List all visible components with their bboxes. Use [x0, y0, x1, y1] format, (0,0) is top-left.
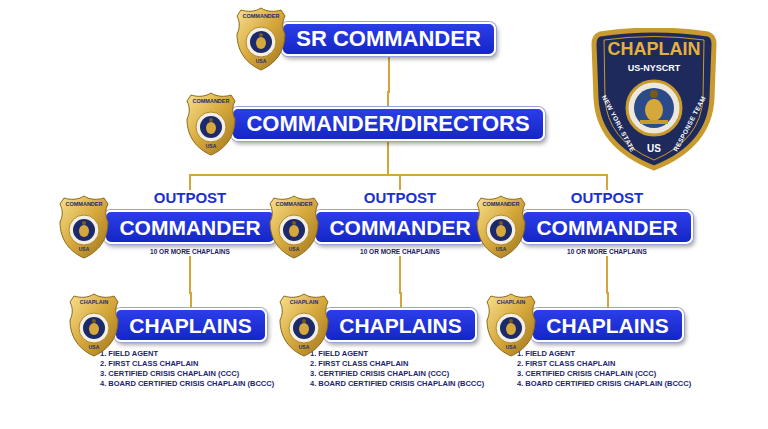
- badge: COMMANDER USA: [185, 91, 237, 157]
- chaplain-count: 10 OR MORE CHAPLAINS: [567, 248, 647, 256]
- rank-title: CHAPLAINS: [339, 315, 462, 336]
- connector: [388, 141, 607, 190]
- patch-country: US: [647, 144, 661, 154]
- badge: COMMANDER USA: [268, 194, 320, 260]
- rank-item: 1. FIELD AGENT: [100, 349, 158, 359]
- connector: [190, 256, 191, 308]
- rank-bar: COMMANDER: [314, 210, 486, 244]
- rank-item: 2. FIRST CLASS CHAPLAIN: [310, 359, 408, 369]
- connector: [400, 256, 401, 308]
- badge-rank: COMMANDER: [185, 99, 237, 105]
- chaplain-group: CHAPLAINS 1. FIELD AGENT2. FIRST CLASS CH…: [100, 308, 277, 389]
- rank-title: COMMANDER: [329, 217, 470, 238]
- connector: [388, 56, 389, 107]
- badge-country: USA: [235, 59, 287, 64]
- rank-title: CHAPLAINS: [129, 315, 252, 336]
- rank-item: 3. CERTIFIED CRISIS CHAPLAIN (CCC): [517, 369, 656, 379]
- rank-item: 4. BOARD CERTIFIED CRISIS CHAPLAIN (BCCC…: [517, 379, 691, 389]
- badge-country: USA: [185, 144, 237, 149]
- badge-country: USA: [58, 247, 110, 252]
- outpost-heading: OUTPOST: [364, 190, 437, 206]
- connector: [388, 141, 400, 190]
- outpost-heading: OUTPOST: [571, 190, 644, 206]
- rank-item: 2. FIRST CLASS CHAPLAIN: [100, 359, 198, 369]
- badge: COMMANDER USA: [235, 6, 287, 72]
- rank-bar: COMMANDER/DIRECTORS: [231, 107, 545, 141]
- badge-rank: CHAPLAIN: [68, 300, 120, 306]
- rank-bar: COMMANDER: [521, 210, 693, 244]
- rank-list: 1. FIELD AGENT2. FIRST CLASS CHAPLAIN3. …: [310, 349, 484, 389]
- chaplain-patch: CHAPLAINUS-NYSCRTNEW YORK STATERESPONSE …: [590, 28, 718, 172]
- chaplain-count: 10 OR MORE CHAPLAINS: [150, 248, 230, 256]
- rank-item: 4. BOARD CERTIFIED CRISIS CHAPLAIN (BCCC…: [310, 379, 484, 389]
- rank-title: CHAPLAINS: [546, 315, 669, 336]
- patch-title: CHAPLAIN: [608, 40, 701, 58]
- rank-bar: CHAPLAINS: [324, 308, 477, 342]
- outpost-heading: OUTPOST: [154, 190, 227, 206]
- outpost-group: OUTPOST COMMANDER 10 OR MORE CHAPLAINS: [104, 190, 276, 256]
- patch-subtitle: US-NYSCRT: [628, 64, 681, 73]
- badge-rank: COMMANDER: [235, 14, 287, 20]
- outpost-group: OUTPOST COMMANDER 10 OR MORE CHAPLAINS: [521, 190, 693, 256]
- rank-item: 3. CERTIFIED CRISIS CHAPLAIN (CCC): [100, 369, 239, 379]
- outpost-group: OUTPOST COMMANDER 10 OR MORE CHAPLAINS: [314, 190, 486, 256]
- rank-item: 4. BOARD CERTIFIED CRISIS CHAPLAIN (BCCC…: [100, 379, 274, 389]
- connector: [607, 256, 608, 308]
- rank-item: 1. FIELD AGENT: [310, 349, 368, 359]
- rank-title: COMMANDER: [119, 217, 260, 238]
- rank-box: SR COMMANDER: [281, 22, 496, 56]
- badge: CHAPLAIN USA: [278, 292, 330, 358]
- badge-country: USA: [278, 345, 330, 350]
- rank-item: 1. FIELD AGENT: [517, 349, 575, 359]
- badge: CHAPLAIN USA: [485, 292, 537, 358]
- badge-country: USA: [475, 247, 527, 252]
- badge: COMMANDER USA: [475, 194, 527, 260]
- rank-title: SR COMMANDER: [296, 28, 481, 50]
- rank-list: 1. FIELD AGENT2. FIRST CLASS CHAPLAIN3. …: [517, 349, 691, 389]
- rank-bar: CHAPLAINS: [531, 308, 684, 342]
- badge-rank: COMMANDER: [58, 202, 110, 208]
- badge-rank: CHAPLAIN: [278, 300, 330, 306]
- rank-bar: COMMANDER: [104, 210, 276, 244]
- badge-rank: CHAPLAIN: [485, 300, 537, 306]
- badge-country: USA: [485, 345, 537, 350]
- badge-country: USA: [268, 247, 320, 252]
- chaplain-group: CHAPLAINS 1. FIELD AGENT2. FIRST CLASS CH…: [517, 308, 694, 389]
- rank-item: 2. FIRST CLASS CHAPLAIN: [517, 359, 615, 369]
- rank-title: COMMANDER: [536, 217, 677, 238]
- rank-box: COMMANDER/DIRECTORS: [231, 107, 545, 141]
- badge-rank: COMMANDER: [268, 202, 320, 208]
- chaplain-count: 10 OR MORE CHAPLAINS: [360, 248, 440, 256]
- rank-bar: SR COMMANDER: [281, 22, 496, 56]
- rank-item: 3. CERTIFIED CRISIS CHAPLAIN (CCC): [310, 369, 449, 379]
- badge-country: USA: [68, 345, 120, 350]
- chaplain-group: CHAPLAINS 1. FIELD AGENT2. FIRST CLASS CH…: [310, 308, 487, 389]
- rank-bar: CHAPLAINS: [114, 308, 267, 342]
- badge: CHAPLAIN USA: [68, 292, 120, 358]
- rank-list: 1. FIELD AGENT2. FIRST CLASS CHAPLAIN3. …: [100, 349, 274, 389]
- badge: COMMANDER USA: [58, 194, 110, 260]
- badge-rank: COMMANDER: [475, 202, 527, 208]
- rank-title: COMMANDER/DIRECTORS: [246, 113, 529, 135]
